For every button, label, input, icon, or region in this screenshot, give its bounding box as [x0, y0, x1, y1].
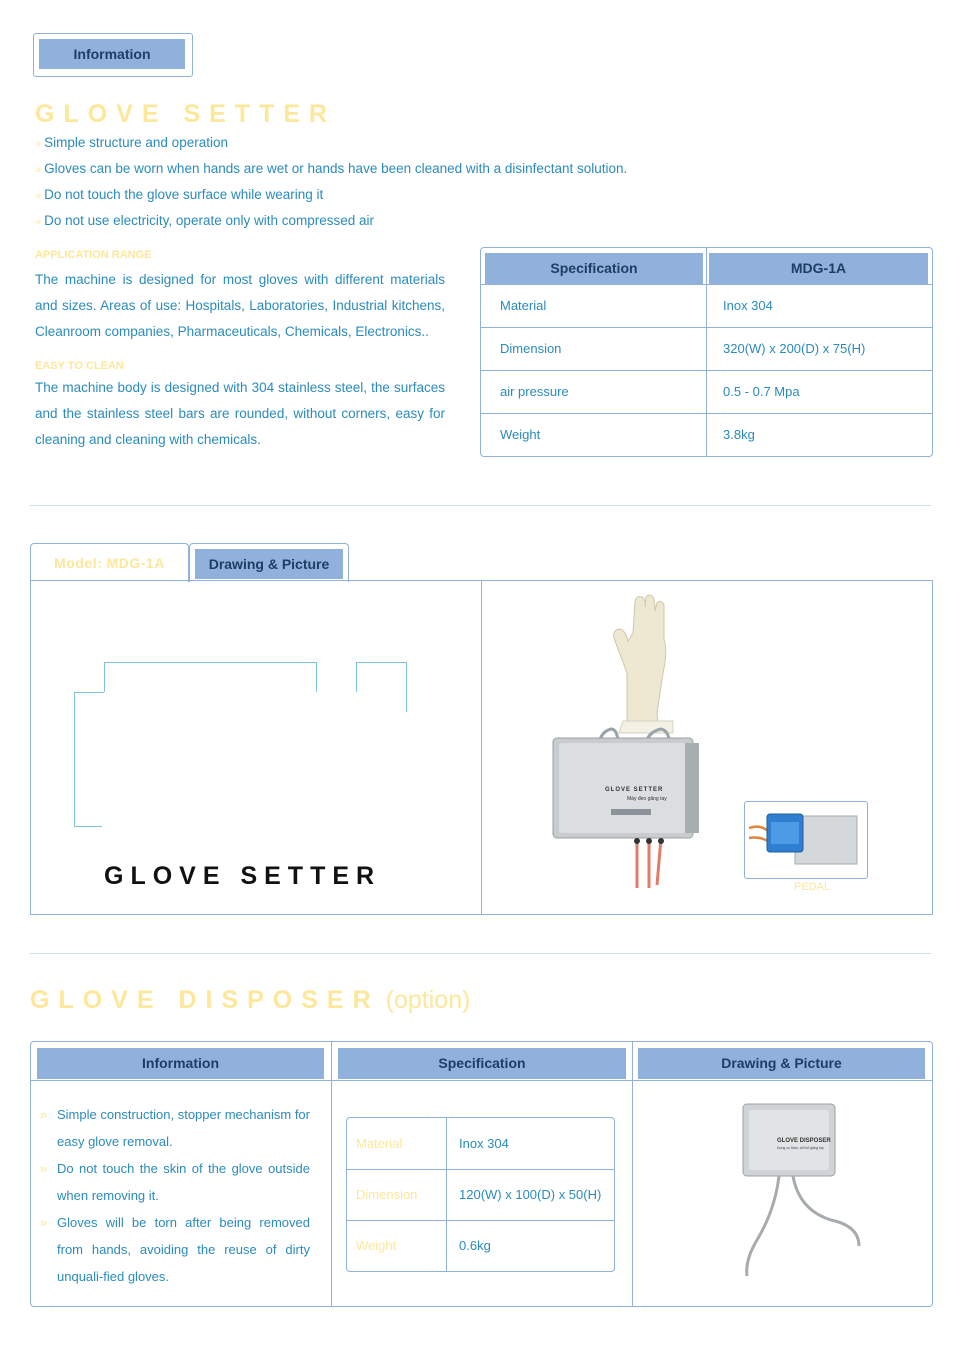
spec-value: 3.8kg	[723, 427, 755, 442]
spec-value: 120(W) x 100(D) x 50(H)	[459, 1187, 602, 1202]
table-divider	[347, 1220, 614, 1221]
spec-label: Weight	[500, 427, 541, 442]
column-header-drawing: Drawing & Picture	[638, 1048, 925, 1079]
glove-disposer-title-suffix: (option)	[385, 986, 471, 1014]
product-label-line1: GLOVE SETTER	[605, 787, 663, 793]
glove-setter-image: GLOVE SETTER Máy đeo găng tay	[552, 594, 699, 888]
bullet-item: »Do not use electricity, operate only wi…	[35, 213, 375, 228]
tab-model[interactable]: Model: MDG-1A	[30, 543, 189, 582]
dimension-line	[104, 662, 316, 663]
table-divider	[481, 327, 932, 328]
spec-header-model: MDG-1A	[709, 253, 928, 284]
spec-label: air pressure	[500, 384, 569, 399]
panel-divider	[331, 1042, 332, 1306]
glove-disposer-heading: GLOVE DISPOSER(option)	[30, 986, 470, 1015]
table-divider	[446, 1118, 447, 1271]
information-tab[interactable]: Information	[33, 33, 193, 77]
glove-disposer-spec-table: Material Inox 304 Dimension 120(W) x 100…	[346, 1117, 615, 1272]
application-range-text: The machine is designed for most gloves …	[35, 272, 445, 339]
dimension-line	[104, 662, 105, 692]
application-range-heading: APPLICATION RANGE	[35, 249, 152, 261]
bullet-item: »Simple structure and operation	[35, 135, 228, 150]
easy-to-clean-heading: EASY TO CLEAN	[35, 360, 124, 372]
table-divider	[481, 370, 932, 371]
spec-header-label: Specification	[485, 253, 703, 284]
spec-label: Dimension	[356, 1187, 418, 1202]
section-divider	[30, 953, 931, 954]
dimension-line	[316, 662, 317, 692]
glove-setter-title: GLOVE SETTER	[35, 100, 337, 128]
dimension-line	[356, 662, 357, 692]
dimension-line	[74, 692, 75, 826]
column-header-information: Information	[37, 1048, 324, 1079]
tab-drawing-picture[interactable]: Drawing & Picture	[189, 543, 349, 582]
list-item: »Do not touch the skin of the glove outs…	[40, 1161, 310, 1203]
table-divider	[481, 413, 932, 414]
spec-value: Inox 304	[459, 1136, 509, 1151]
table-divider	[706, 248, 707, 456]
product-label-line2: Máy đeo găng tay	[627, 796, 667, 802]
panel-divider	[481, 581, 482, 914]
spec-value: 320(W) x 200(D) x 75(H)	[723, 341, 866, 356]
spec-label: Material	[356, 1136, 403, 1151]
pedal-caption: PEDAL	[794, 881, 831, 893]
list-item: »Gloves will be torn after being removed…	[40, 1215, 310, 1284]
disposer-bullet-list: »Simple construction, stopper mechanism …	[40, 1101, 310, 1290]
glove-setter-spec-table: Specification MDG-1A Material Inox 304 D…	[480, 247, 933, 457]
glove-disposer-image: GLOVE DISPOSER Dụng cụ tháo, cởi bỏ găng…	[742, 1103, 861, 1277]
easy-to-clean-text: The machine body is designed with 304 st…	[35, 380, 445, 447]
information-tab-label: Information	[39, 39, 185, 69]
table-divider	[481, 284, 932, 285]
spec-label: Material	[500, 298, 547, 313]
table-divider	[347, 1169, 614, 1170]
column-header-specification: Specification	[338, 1048, 626, 1079]
glove-disposer-panel: Information Specification Drawing & Pict…	[30, 1041, 933, 1307]
pedal-image-frame	[744, 801, 868, 879]
panel-divider	[31, 1080, 932, 1081]
dimension-line	[406, 662, 407, 712]
dimension-line	[356, 662, 406, 663]
spec-value: 0.6kg	[459, 1238, 491, 1253]
spec-value: 0.5 - 0.7 Mpa	[723, 384, 800, 399]
drawing-caption: GLOVE SETTER	[104, 862, 382, 890]
tab-model-label: Model: MDG-1A	[54, 555, 165, 571]
spec-label: Dimension	[500, 341, 562, 356]
glove-disposer-title: GLOVE DISPOSER	[30, 986, 380, 1014]
product-label-line1: GLOVE DISPOSER	[777, 1138, 831, 1144]
spec-value: Inox 304	[723, 298, 773, 313]
bullet-item: »Gloves can be worn when hands are wet o…	[35, 161, 628, 176]
section-divider	[30, 505, 931, 506]
spec-label: Weight	[356, 1238, 397, 1253]
dimension-line	[74, 692, 104, 693]
list-item: »Simple construction, stopper mechanism …	[40, 1107, 310, 1149]
tab-drawing-picture-label: Drawing & Picture	[195, 549, 343, 579]
bullet-item: »Do not touch the glove surface while we…	[35, 187, 324, 202]
drawing-panel	[30, 580, 933, 915]
pedal-image	[748, 813, 858, 865]
dimension-line	[74, 826, 102, 827]
panel-divider	[632, 1042, 633, 1306]
product-label-line2: Dụng cụ tháo, cởi bỏ găng tay	[777, 1146, 824, 1150]
